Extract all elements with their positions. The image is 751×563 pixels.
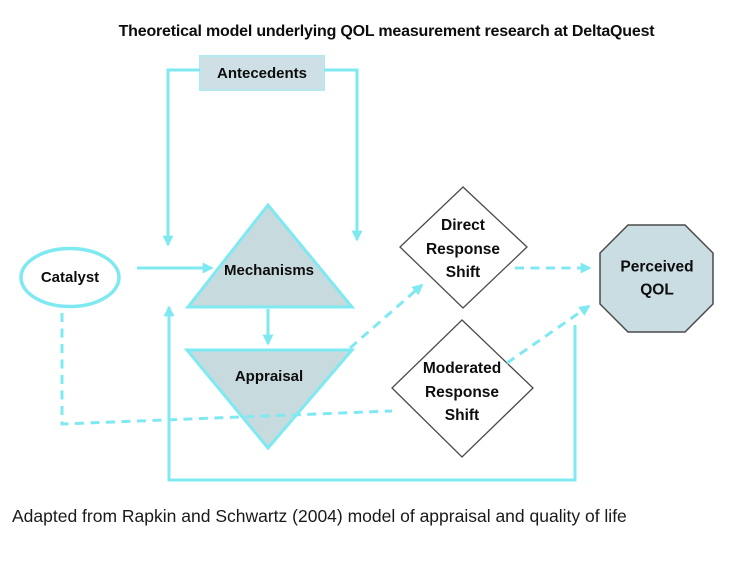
edge-antecedents-left-arrow <box>162 68 200 247</box>
node-catalyst-shape <box>19 246 121 309</box>
node-antecedents-label: Antecedents <box>216 65 308 82</box>
node-moderated-response-shift-shape <box>391 319 534 458</box>
node-perceived-qol-shape <box>599 224 714 333</box>
diagram-shapes <box>19 55 714 458</box>
node-direct-response-shift-label: Direct Response Shift <box>425 216 501 281</box>
node-antecedents-shape <box>199 55 325 91</box>
diagram-solid-connectors <box>137 68 577 482</box>
node-direct-response-shift-shape <box>399 186 528 309</box>
node-moderated-response-shift-label: Moderated Response Shift <box>422 359 502 424</box>
edge-catalyst-to-moderated-dashed <box>60 313 393 426</box>
node-perceived-qol-label: Perceived QOL <box>620 258 694 299</box>
node-mechanisms-shape <box>184 202 356 309</box>
caption: Adapted from Rapkin and Schwartz (2004) … <box>12 506 627 526</box>
diagram-title: Theoretical model underlying QOL measure… <box>118 23 655 40</box>
node-catalyst-label: Catalyst <box>40 269 100 286</box>
edge-feedback-loop <box>163 305 577 482</box>
edge-antecedents-right-arrow <box>324 68 363 242</box>
node-appraisal-label: Appraisal <box>234 368 304 385</box>
edge-moderated-to-qol-dashed-arrow <box>506 304 591 365</box>
node-mechanisms-label: Mechanisms <box>223 262 315 279</box>
edge-appraisal-to-direct-dashed-arrow <box>349 283 424 350</box>
diagram-dashed-connectors <box>60 262 592 426</box>
node-appraisal-shape <box>183 348 356 451</box>
